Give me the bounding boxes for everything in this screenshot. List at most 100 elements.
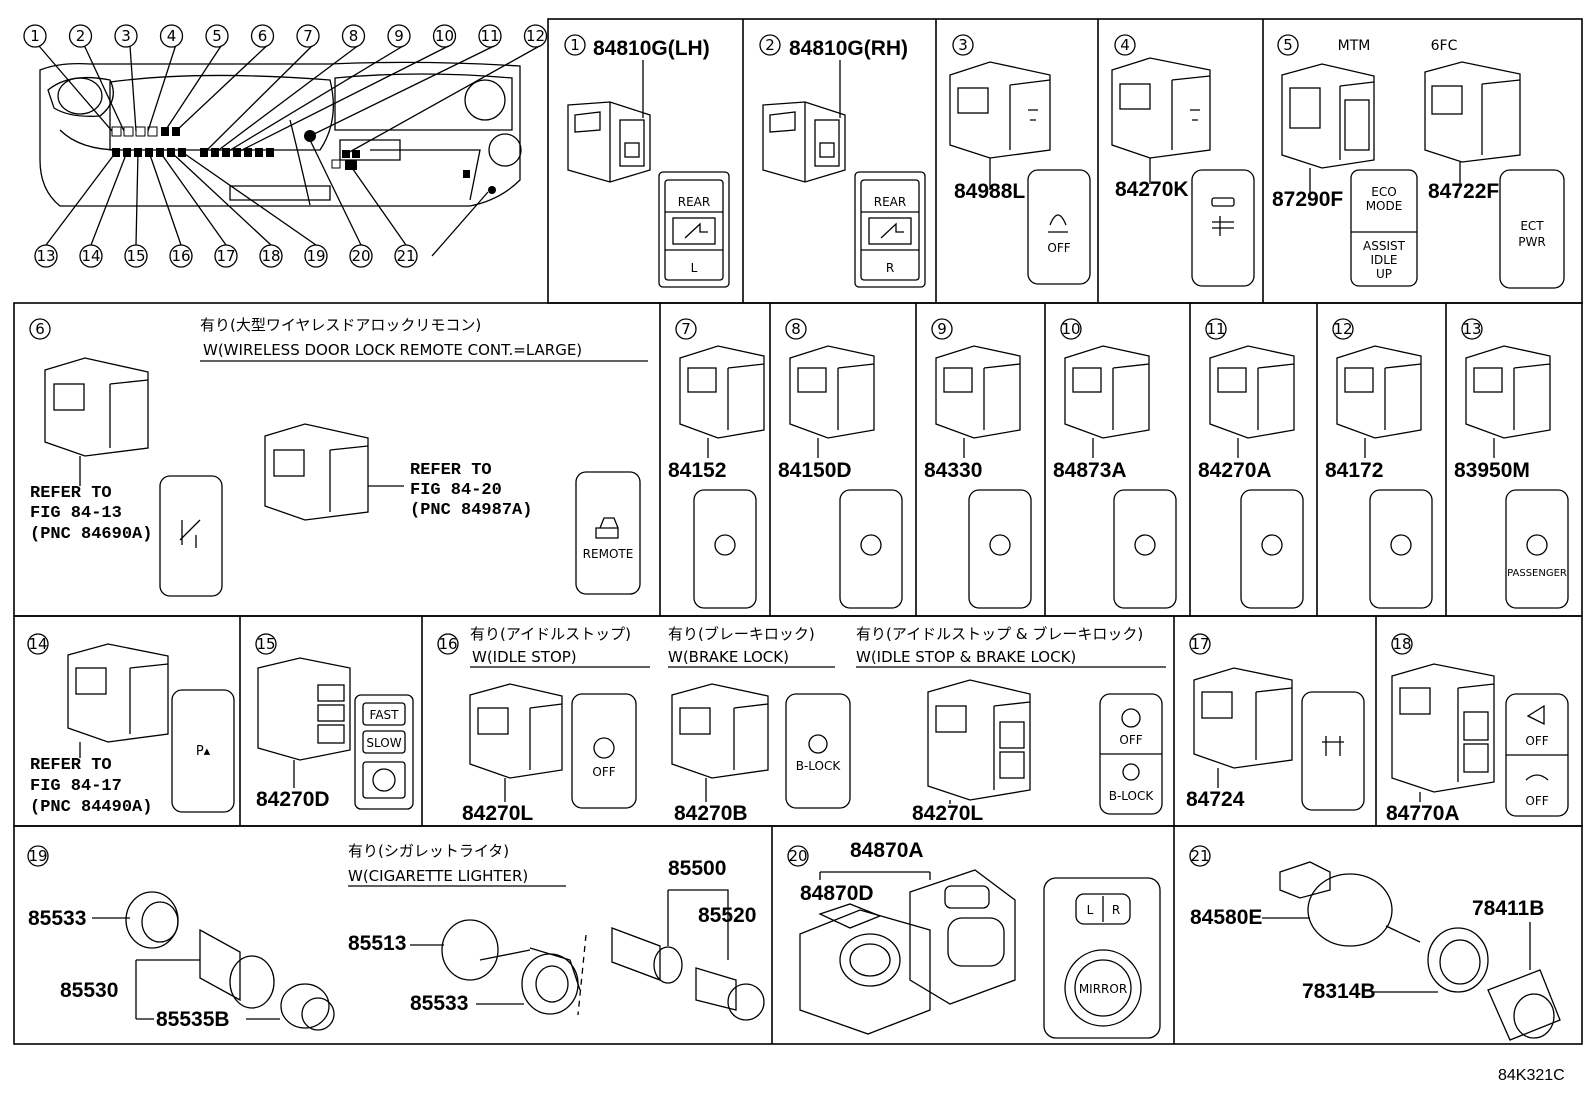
cell-11-part-number: 84270A [1198, 459, 1272, 482]
function-icon [989, 534, 1011, 556]
cell-10-cap [1113, 489, 1177, 609]
callout-circle-8 [341, 24, 366, 48]
cell-3: 3 84988L OFF [949, 34, 1091, 285]
cell-19-number: 19 [28, 847, 47, 865]
cell-13-number: 13 [1462, 320, 1481, 338]
callout-circle-3 [114, 24, 138, 48]
cell-1: 1 84810G(LH) REAR L [564, 34, 730, 288]
knob-switch-body [1279, 861, 1421, 947]
switch-body [935, 345, 1021, 439]
cell-1-cap-side: L [691, 261, 698, 275]
cell-14-ref-line2: FIG 84-17 [30, 777, 122, 796]
cell-8-number: 8 [791, 320, 801, 338]
cell-16-part-3: 84270L [912, 802, 983, 825]
socket-sleeve [441, 919, 581, 1015]
window-icon [672, 217, 716, 245]
function-icon [1526, 534, 1548, 556]
cell-4: 4 84270K [1111, 34, 1255, 287]
cell-18-cap-bottom-label: OFF [1525, 794, 1548, 808]
callout-circle-4 [159, 24, 184, 48]
cell-9-part-number: 84330 [924, 459, 982, 482]
control-knob [1487, 969, 1561, 1041]
cell-13-cap [1505, 489, 1569, 609]
cap-mode: MODE [1366, 199, 1403, 213]
callout-5: 5 [212, 27, 222, 45]
cell-16-cap-2 [785, 693, 851, 809]
cell-8-cap [839, 489, 903, 609]
traction-off-icon [1048, 214, 1068, 233]
cell-19-note-jp: 有り(シガレットライタ) [348, 842, 509, 860]
callout-17: 17 [216, 247, 235, 265]
cell-16-part-1: 84270L [462, 802, 533, 825]
cell-16-cap-1 [571, 693, 637, 809]
function-icon [1261, 534, 1283, 556]
cell-6-ref-b-line3: (PNC 84987A) [410, 501, 532, 520]
callout-1: 1 [30, 27, 40, 45]
cell-5-switch-a [1281, 63, 1375, 169]
callout-6: 6 [258, 27, 268, 45]
cell-12-part-number: 84172 [1325, 459, 1383, 482]
cell-6-cap-b-label: REMOTE [583, 547, 634, 561]
cap-up: UP [1376, 267, 1392, 281]
callout-circle-10 [432, 24, 457, 48]
tilt-icon [179, 519, 201, 548]
cell-6-ref-a-line2: FIG 84-13 [30, 504, 122, 523]
cell-11-number: 11 [1206, 320, 1225, 338]
switch-body [1064, 345, 1150, 439]
cell-5-number: 5 [1283, 36, 1293, 54]
cell-16-cap-1-label: OFF [592, 765, 615, 779]
cell-7-number: 7 [681, 320, 691, 338]
cell-16-cap-3-label-bottom: B-LOCK [1109, 789, 1155, 803]
cell-14-number: 14 [28, 635, 47, 653]
cell-18: 18 84770A OFF OFF [1386, 633, 1569, 825]
cell-18-part-number: 84770A [1386, 802, 1460, 825]
cell-3-cap [1027, 169, 1091, 285]
cell-5-switch-b [1424, 61, 1521, 163]
socket-ring [125, 891, 179, 949]
cell-21: 21 84580E 78314B 78411B [1189, 845, 1561, 1041]
cell-15-part-number: 84270D [256, 788, 330, 811]
cell-18-number: 18 [1392, 635, 1411, 653]
cell-5-cap-b [1499, 169, 1565, 289]
callout-19: 19 [306, 247, 325, 265]
cell-16-number: 16 [438, 635, 457, 653]
cap-fast: FAST [370, 708, 400, 722]
function-icon [714, 534, 736, 556]
cell-20-number: 20 [788, 847, 807, 865]
cell-1-switch-body [567, 101, 651, 183]
callout-11: 11 [480, 27, 499, 45]
cell-13-cap-label: PASSENGER [1507, 568, 1567, 579]
cell-16-cap-2-label: B-LOCK [796, 759, 842, 773]
cell-19-part-85535B: 85535B [156, 1008, 230, 1031]
dashboard-switch-blocks [111, 126, 496, 194]
cell-20-cap [1043, 877, 1161, 1039]
middle-row-cells: 784152884150D9843301084873A1184270A12841… [668, 318, 1569, 609]
cap-ect: ECT [1520, 219, 1544, 233]
callout-4: 4 [167, 27, 177, 45]
cell-4-switch-body [1111, 57, 1211, 159]
cell-6-ref-b-line2: FIG 84-20 [410, 481, 502, 500]
cell-17-cap [1301, 691, 1365, 811]
callout-7: 7 [303, 27, 313, 45]
differential-lock-icon [1322, 736, 1344, 756]
figure-code: 84K321C [1498, 1067, 1565, 1084]
switch-body [1209, 345, 1295, 439]
function-icon [860, 534, 882, 556]
callout-circle-7 [296, 24, 320, 48]
cell-16-note1-en: W(IDLE STOP) [472, 648, 577, 666]
callout-8: 8 [349, 27, 359, 45]
grid-lines [13, 18, 1583, 1045]
cell-18-switch [1391, 663, 1495, 793]
switch-body [1336, 345, 1422, 439]
cell-17-number: 17 [1190, 635, 1209, 653]
cap-pwr: PWR [1518, 235, 1545, 249]
brake-lock-icon [808, 734, 828, 754]
callout-14: 14 [81, 247, 100, 265]
park-assist-icon: P▴ [196, 744, 211, 759]
callout-15: 15 [126, 247, 145, 265]
cell-6-ref-a-line1: REFER TO [30, 484, 112, 503]
